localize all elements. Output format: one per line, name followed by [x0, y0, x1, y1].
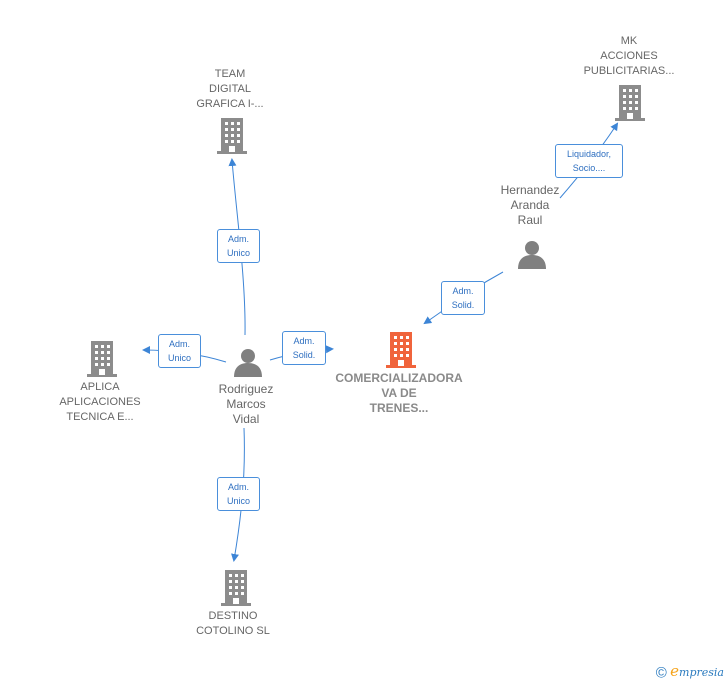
- building-icon[interactable]: [615, 85, 645, 121]
- building-icon[interactable]: [87, 341, 117, 377]
- empresia-logo-e: e: [670, 661, 680, 680]
- building-icon-main[interactable]: [386, 332, 416, 368]
- edge-badge-rodriguez-aplica[interactable]: Adm. Unico: [158, 334, 201, 368]
- company-label-mk-acciones[interactable]: MK ACCIONES PUBLICITARIAS...: [583, 35, 675, 77]
- edge-badge-rodriguez-team-digital[interactable]: Adm. Unico: [217, 229, 260, 263]
- edge-badge-rodriguez-comercializadora[interactable]: Adm. Solid.: [282, 331, 326, 365]
- building-icon[interactable]: [221, 570, 251, 606]
- edge-badge-hernandez-comercializadora[interactable]: Adm. Solid.: [441, 281, 485, 315]
- company-label-aplica[interactable]: APLICA APLICACIONES TECNICA E...: [59, 381, 141, 423]
- person-icon[interactable]: [517, 239, 547, 269]
- person-label-hernandez[interactable]: Hernandez Aranda Raul: [500, 183, 560, 227]
- company-label-team-digital[interactable]: TEAM DIGITAL GRAFICA I-...: [196, 68, 264, 110]
- copyright-symbol: ©: [655, 664, 667, 681]
- person-label-rodriguez[interactable]: Rodriguez Marcos Vidal: [218, 382, 274, 426]
- empresia-logo-text: mpresia: [679, 665, 724, 679]
- person-icon[interactable]: [233, 347, 263, 377]
- company-label-destino[interactable]: DESTINO COTOLINO SL: [196, 610, 270, 637]
- edge-badge-rodriguez-destino[interactable]: Adm. Unico: [217, 477, 260, 511]
- empresia-brand: © empresia: [656, 662, 724, 681]
- edge-badge-hernandez-mk[interactable]: Liquidador, Socio....: [555, 144, 623, 178]
- company-label-comercializadora[interactable]: COMERCIALIZADORA VA DE TRENES...: [335, 371, 463, 415]
- building-icon[interactable]: [217, 118, 247, 154]
